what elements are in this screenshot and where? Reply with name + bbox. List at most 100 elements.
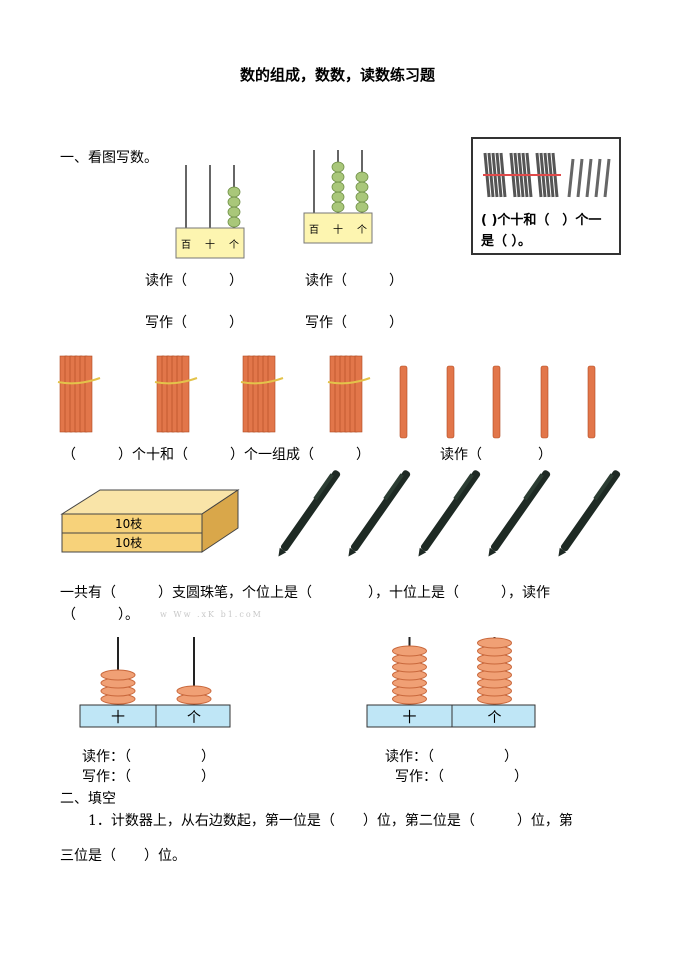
pen [418, 470, 481, 557]
counter-bead [392, 645, 427, 657]
counter-left: 十个 [79, 637, 231, 728]
pen-clip [383, 473, 404, 501]
bundle-box-line2: 是（ ）。 [481, 234, 532, 249]
abacus-bead [355, 191, 369, 203]
abacus-2: 百十个 [303, 150, 373, 244]
pen-box: 10枝 10枝 [60, 489, 240, 553]
bundle-box: ( )个十和（ ）个一 是（ ）。 [471, 137, 621, 255]
abacus-bead [331, 181, 345, 193]
abacus-bead [331, 201, 345, 213]
counter-bead [477, 637, 512, 649]
write-label-2: 写作（ ） [305, 315, 403, 331]
box-single-stick [594, 158, 602, 198]
pen-body [490, 470, 551, 552]
bundle-stick [354, 355, 363, 433]
bundle-stick [84, 355, 93, 433]
pen-box-label-top: 10枝 [115, 516, 142, 531]
pen-tip [558, 547, 567, 557]
pen-clip [523, 473, 544, 501]
pen-clip [593, 473, 614, 501]
q1-line2: 三位是（ ）位。 [60, 848, 186, 864]
abacus-bead [227, 206, 241, 218]
box-single-stick [576, 158, 584, 198]
pen-body [420, 470, 481, 552]
pen-tip [278, 547, 287, 557]
abacus-bead [355, 181, 369, 193]
write-label-1: 写作（ ） [145, 315, 243, 331]
abacus-label-box [175, 227, 245, 259]
counter-bead [100, 669, 136, 681]
pen [348, 470, 411, 557]
pens-sentence-line2: （ ）。 [62, 607, 139, 623]
counter-bead [176, 685, 212, 697]
bundle-stick [181, 355, 190, 433]
q1-line1: 1．计数器上，从右边数起，第一位是（ ）位，第二位是（ ）位，第 [88, 813, 573, 829]
abacus-place-label: 十 [333, 223, 343, 236]
sticks-row [57, 355, 596, 439]
box-single-stick [603, 158, 611, 198]
pen-tip [418, 547, 427, 557]
bundle-box-sticks [483, 152, 611, 198]
single-stick [540, 365, 549, 439]
read-label-1: 读作（ ） [145, 273, 243, 289]
abacus-bead [227, 216, 241, 228]
pen-clip [313, 473, 334, 501]
counter-right: 十个 [366, 637, 536, 728]
pen-body [560, 470, 621, 552]
abacus-bead [331, 161, 345, 173]
abacus-place-label: 百 [309, 224, 319, 236]
section1-heading: 一、看图写数。 [60, 150, 158, 166]
pen [558, 470, 621, 557]
pen-tip [488, 547, 497, 557]
abacus-bead [331, 171, 345, 183]
single-stick [492, 365, 501, 439]
abacus-bead [355, 201, 369, 213]
abacus-bead [227, 186, 241, 198]
sticks-sentence: （ ）个十和（ ）个一组成（ ） [62, 447, 370, 463]
abacus-bead [355, 171, 369, 183]
pen-tip [348, 547, 357, 557]
pen [488, 470, 551, 557]
abacus-place-label: 十 [205, 238, 215, 251]
abacus-1: 百十个 [175, 165, 245, 259]
page-title: 数的组成，数数，读数练习题 [240, 66, 436, 84]
box-single-stick [567, 158, 575, 198]
counter-right-read: 读作：（ ） [385, 749, 518, 765]
counter-label-ones: 个 [488, 710, 502, 726]
counter-label-tens: 十 [403, 710, 417, 726]
bundle-tie [154, 377, 198, 385]
read-label-2: 读作（ ） [305, 273, 403, 289]
pens-row [278, 470, 621, 557]
box-single-stick [585, 158, 593, 198]
counter-right-write: 写作：（ ） [395, 769, 528, 785]
abacus-place-label: 个 [229, 239, 239, 251]
abacus-bead [331, 191, 345, 203]
counter-label-bar [366, 704, 536, 728]
watermark: w Ww .xK b1.coM [160, 610, 263, 619]
pens-sentence-line1: 一共有（ ）支圆珠笔，个位上是（ ），十位上是（ ），读作 [60, 585, 550, 601]
sticks-read: 读作（ ） [440, 447, 552, 463]
bundle-tie [240, 377, 284, 385]
pen-box-label-bottom: 10枝 [115, 535, 142, 550]
pen [278, 470, 341, 557]
counter-label-bar [79, 704, 231, 728]
bundle-tie [327, 377, 371, 385]
counter-left-write: 写作：（ ） [82, 769, 215, 785]
counter-left-read: 读作：（ ） [82, 749, 215, 765]
abacus-place-label: 百 [181, 239, 191, 251]
pen-body [350, 470, 411, 552]
counter-label-ones: 个 [187, 710, 201, 726]
abacus-place-label: 个 [357, 224, 367, 236]
bundle-box-line1: ( )个十和（ ）个一 [481, 213, 602, 228]
pen-body [280, 470, 341, 552]
abacus-bead [227, 196, 241, 208]
section2-heading: 二、填空 [60, 791, 116, 807]
pen-clip [453, 473, 474, 501]
bundle-stick [267, 355, 276, 433]
single-stick [587, 365, 596, 439]
bundle-tie [57, 377, 101, 385]
single-stick [399, 365, 408, 439]
single-stick [446, 365, 455, 439]
counter-label-tens: 十 [111, 710, 125, 726]
abacus-label-box [303, 212, 373, 244]
